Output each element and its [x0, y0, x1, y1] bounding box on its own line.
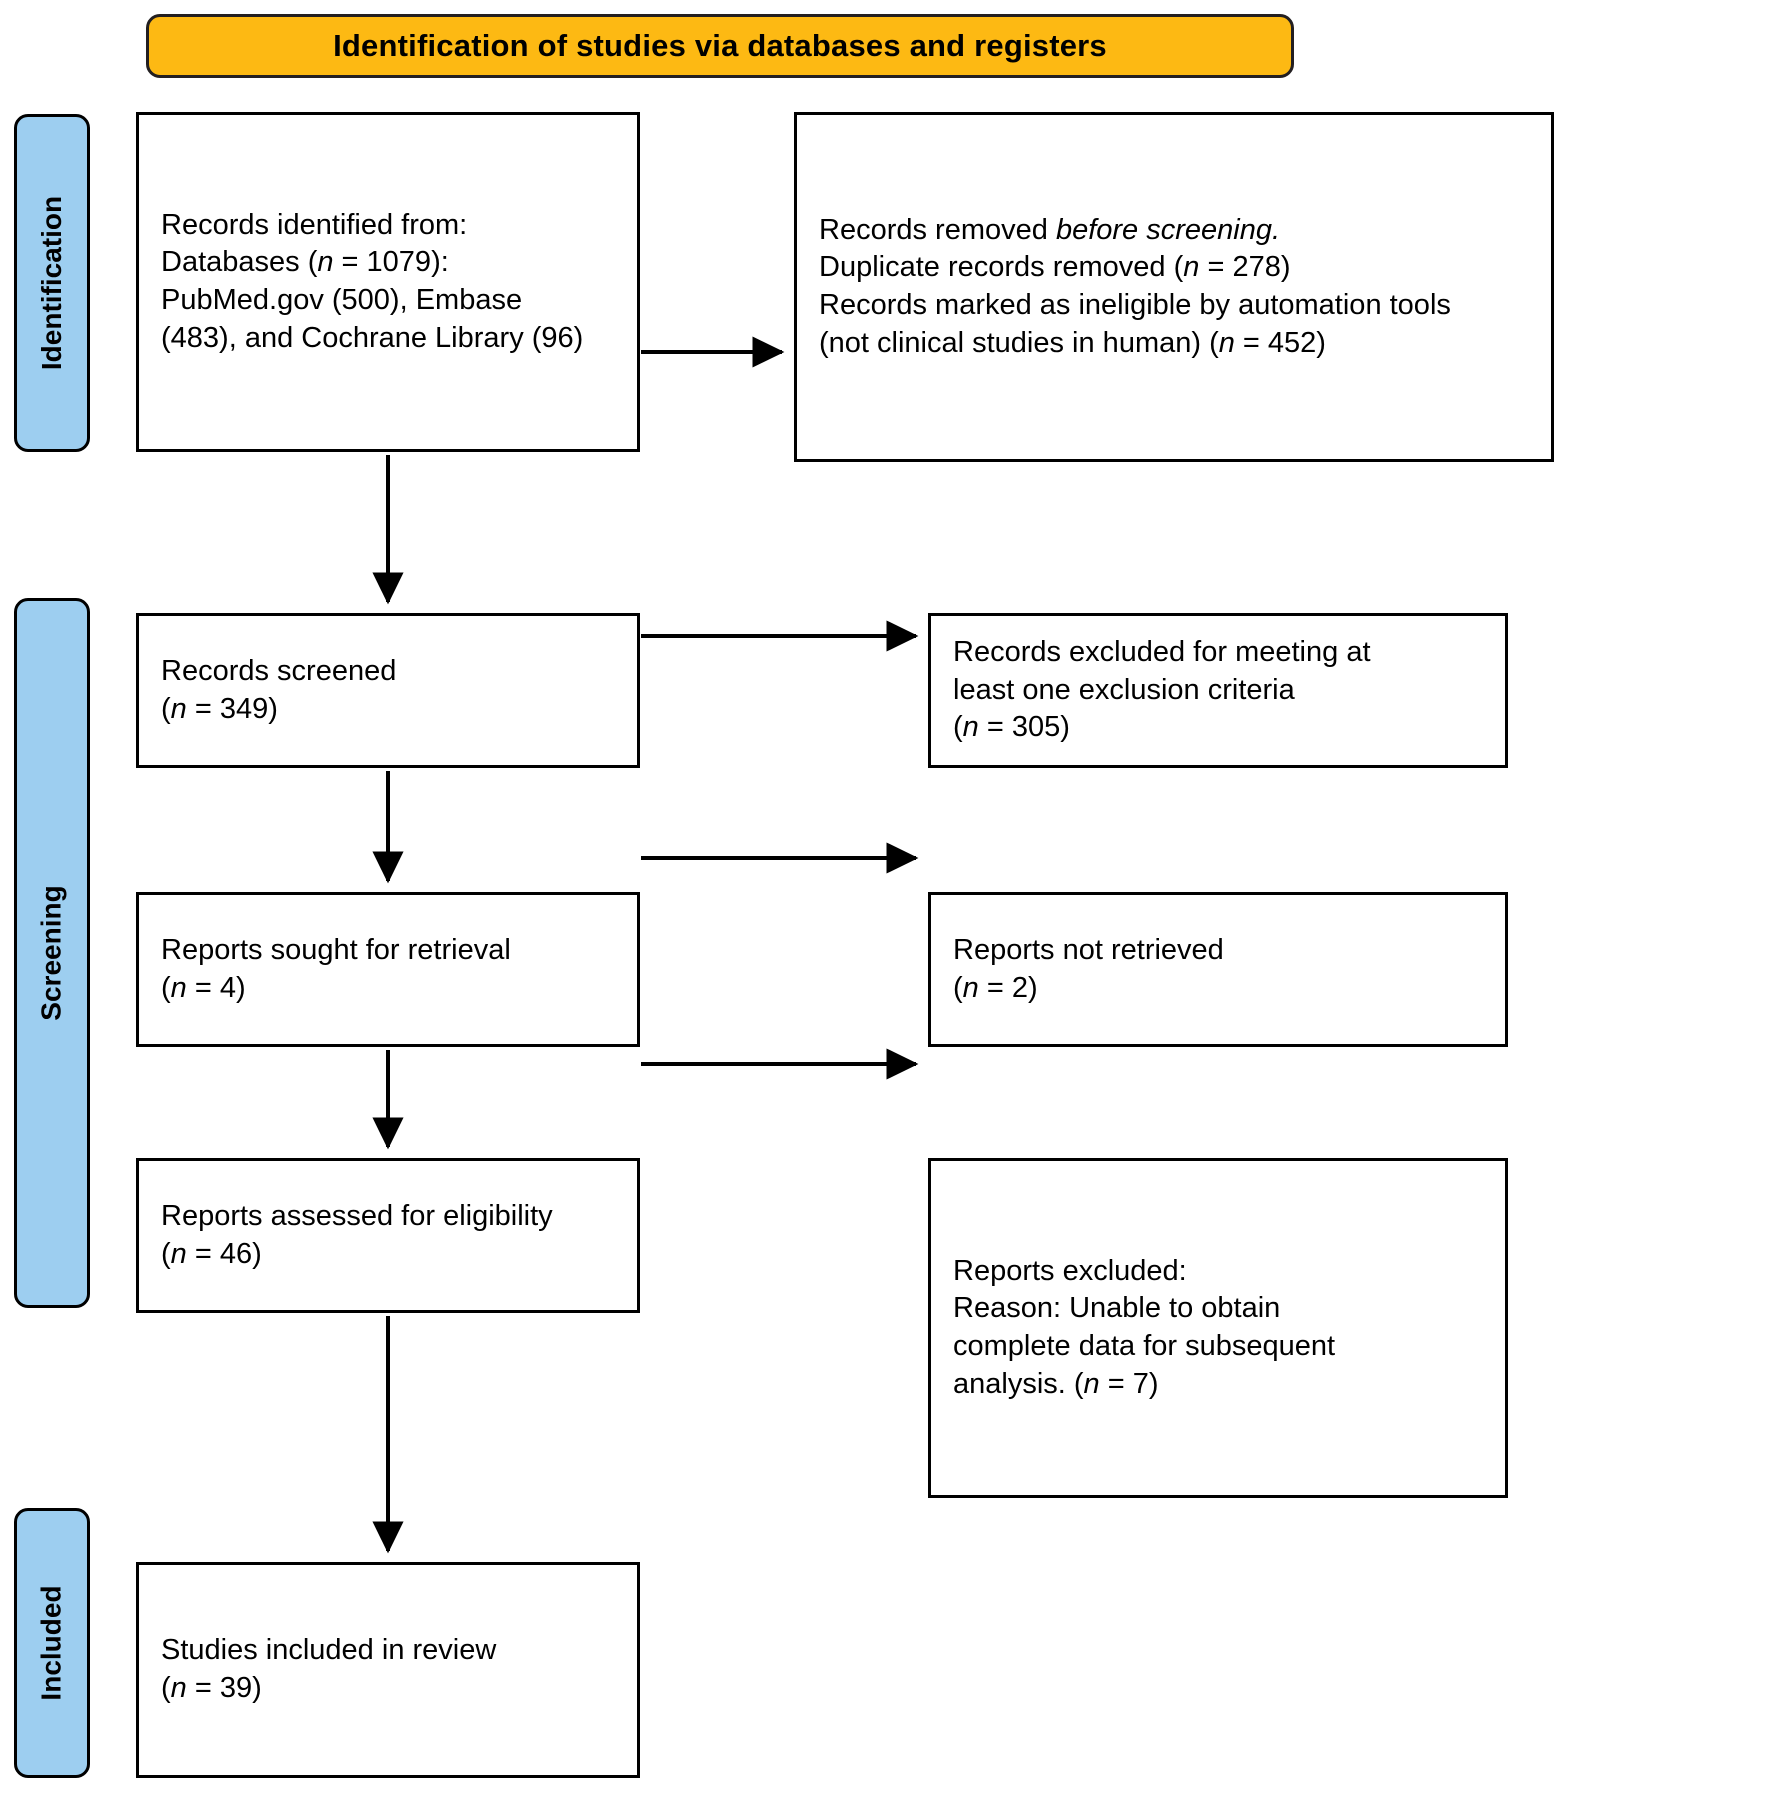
box-records-screened-text: Records screened (n = 349): [161, 654, 397, 725]
stage-bar-identification: Identification: [14, 114, 90, 452]
stage-bar-included: Included: [14, 1508, 90, 1778]
box-records-screened: Records screened (n = 349): [136, 613, 640, 768]
box-reports-not-retrieved: Reports not retrieved (n = 2): [928, 892, 1508, 1047]
diagram-header-banner: Identification of studies via databases …: [146, 14, 1294, 78]
box-records-excluded: Records excluded for meeting at least on…: [928, 613, 1508, 768]
box-records-identified-text: Records identified from: Databases (n = …: [161, 208, 584, 354]
box-records-removed-text: Records removed before screening. Duplic…: [819, 213, 1451, 359]
box-studies-included: Studies included in review (n = 39): [136, 1562, 640, 1778]
box-reports-excluded-text: Reports excluded: Reason: Unable to obta…: [953, 1254, 1336, 1400]
box-records-identified: Records identified from: Databases (n = …: [136, 112, 640, 452]
box-reports-sought-text: Reports sought for retrieval (n = 4): [161, 933, 511, 1004]
box-reports-sought: Reports sought for retrieval (n = 4): [136, 892, 640, 1047]
stage-label-identification: Identification: [36, 195, 68, 371]
box-reports-excluded: Reports excluded: Reason: Unable to obta…: [928, 1158, 1508, 1498]
banner-title: Identification of studies via databases …: [333, 28, 1107, 63]
box-studies-included-text: Studies included in review (n = 39): [161, 1634, 497, 1704]
stage-bar-screening: Screening: [14, 598, 90, 1308]
box-records-removed: Records removed before screening. Duplic…: [794, 112, 1554, 462]
stage-label-screening: Screening: [36, 885, 68, 1021]
box-reports-assessed: Reports assessed for eligibility (n = 46…: [136, 1158, 640, 1313]
box-reports-assessed-text: Reports assessed for eligibility (n = 46…: [161, 1199, 553, 1270]
stage-label-included: Included: [36, 1585, 67, 1701]
box-records-excluded-text: Records excluded for meeting at least on…: [953, 635, 1371, 744]
box-reports-not-retrieved-text: Reports not retrieved (n = 2): [953, 933, 1224, 1004]
